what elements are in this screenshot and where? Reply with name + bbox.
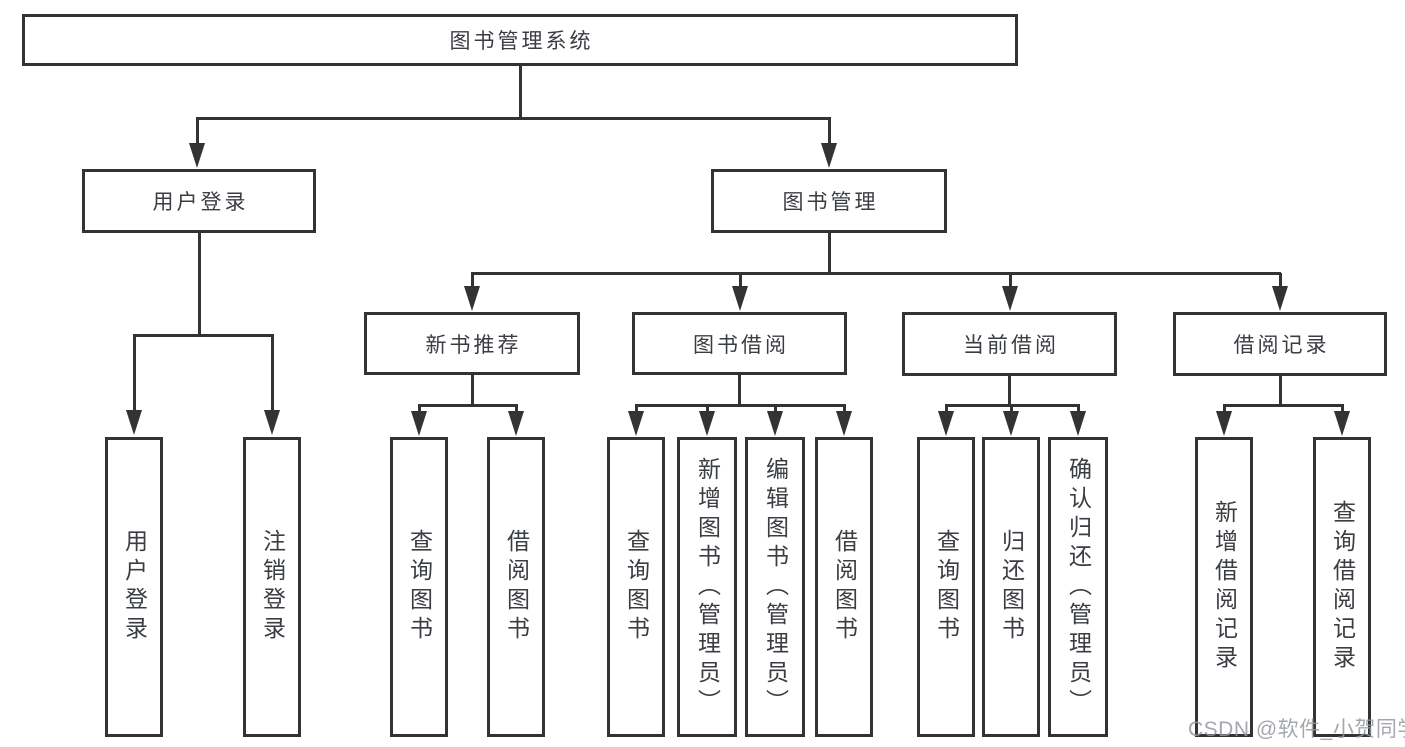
arrow-down-icon: [508, 405, 524, 436]
connector-line: [945, 404, 1080, 407]
node-book-borrow: 图书借阅: [632, 312, 847, 375]
csdn-watermark: CSDN @软件_小贺同学: [1188, 718, 1405, 741]
arrow-down-icon: [1003, 405, 1019, 436]
arrow-down-icon: [1272, 273, 1288, 311]
connector-line: [828, 233, 831, 273]
node-root-library-system: 图书管理系统: [22, 14, 1018, 66]
connector-line: [133, 334, 274, 337]
arrow-down-icon: [767, 405, 783, 436]
connector-line: [635, 404, 846, 407]
connector-line: [471, 375, 474, 405]
arrow-down-icon: [732, 273, 748, 311]
leaf-query-books-3: 查询图书: [917, 437, 975, 737]
node-book-management: 图书管理: [711, 169, 947, 233]
leaf-add-borrow-record: 新增借阅记录: [1195, 437, 1253, 737]
node-new-book-recommend: 新书推荐: [364, 312, 580, 375]
arrow-down-icon: [411, 405, 427, 436]
arrow-down-icon: [189, 118, 205, 168]
node-user-login: 用户登录: [82, 169, 316, 233]
node-current-borrow: 当前借阅: [902, 312, 1117, 376]
arrow-down-icon: [938, 405, 954, 436]
leaf-borrow-books-2: 借阅图书: [815, 437, 873, 737]
arrow-down-icon: [699, 405, 715, 436]
leaf-confirm-return-admin: 确认归还（管理员）: [1048, 437, 1108, 737]
leaf-logout: 注销登录: [243, 437, 301, 737]
arrow-down-icon: [264, 335, 280, 435]
connector-line: [196, 117, 831, 120]
connector-line: [1279, 376, 1282, 405]
leaf-query-borrow-record: 查询借阅记录: [1313, 437, 1371, 737]
arrow-down-icon: [821, 118, 837, 168]
arrow-down-icon: [1216, 405, 1232, 436]
arrow-down-icon: [836, 405, 852, 436]
arrow-down-icon: [1002, 273, 1018, 311]
arrow-down-icon: [1070, 405, 1086, 436]
leaf-add-books-admin: 新增图书（管理员）: [677, 437, 737, 737]
node-borrow-records: 借阅记录: [1173, 312, 1387, 376]
leaf-borrow-books-1: 借阅图书: [487, 437, 545, 737]
arrow-down-icon: [628, 405, 644, 436]
arrow-down-icon: [464, 273, 480, 311]
leaf-user-login: 用户登录: [105, 437, 163, 737]
leaf-return-books: 归还图书: [982, 437, 1040, 737]
connector-line: [519, 66, 522, 118]
arrow-down-icon: [126, 335, 142, 435]
leaf-query-books-2: 查询图书: [607, 437, 665, 737]
connector-line: [1008, 376, 1011, 405]
connector-line: [738, 375, 741, 405]
connector-line: [418, 404, 518, 407]
leaf-query-books-1: 查询图书: [390, 437, 448, 737]
arrow-down-icon: [1334, 405, 1350, 436]
connector-line: [471, 272, 1281, 275]
connector-line: [1223, 404, 1344, 407]
leaf-edit-books-admin: 编辑图书（管理员）: [745, 437, 805, 737]
connector-line: [198, 233, 201, 335]
